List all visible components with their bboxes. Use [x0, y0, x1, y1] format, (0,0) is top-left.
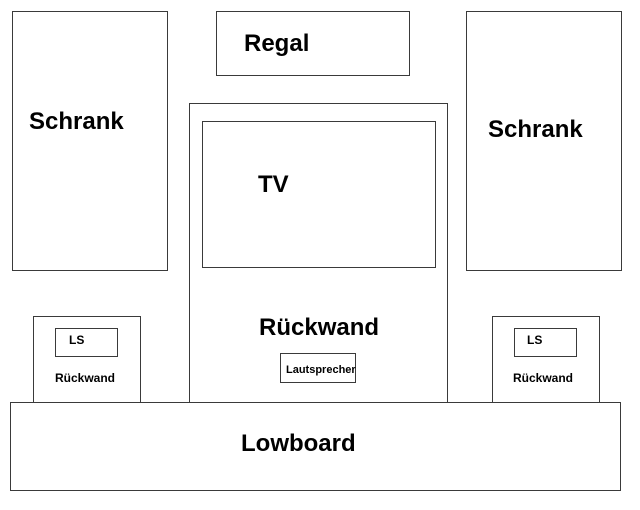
speaker-right [514, 328, 577, 357]
rueckwand-center-label: Rückwand [259, 314, 380, 341]
tv [202, 121, 436, 268]
side-unit-left [33, 316, 141, 404]
schrank-right [466, 11, 622, 271]
side-unit-left-label: Rückwand [55, 371, 116, 385]
lowboard [10, 402, 621, 491]
schrank-left-label: Schrank [29, 108, 124, 135]
regal [216, 11, 410, 76]
side-unit-right-label: Rückwand [513, 371, 574, 385]
lautsprecher-label: Lautsprecher [286, 364, 356, 376]
lowboard-label: Lowboard [241, 430, 356, 457]
speaker-left [55, 328, 118, 357]
regal-label: Regal [244, 30, 310, 57]
speaker-left-label: LS [69, 333, 85, 347]
tv-label: TV [258, 171, 289, 198]
schrank-right-label: Schrank [488, 116, 583, 143]
schrank-left [12, 11, 168, 271]
lautsprecher [280, 353, 356, 383]
speaker-right-label: LS [527, 333, 543, 347]
